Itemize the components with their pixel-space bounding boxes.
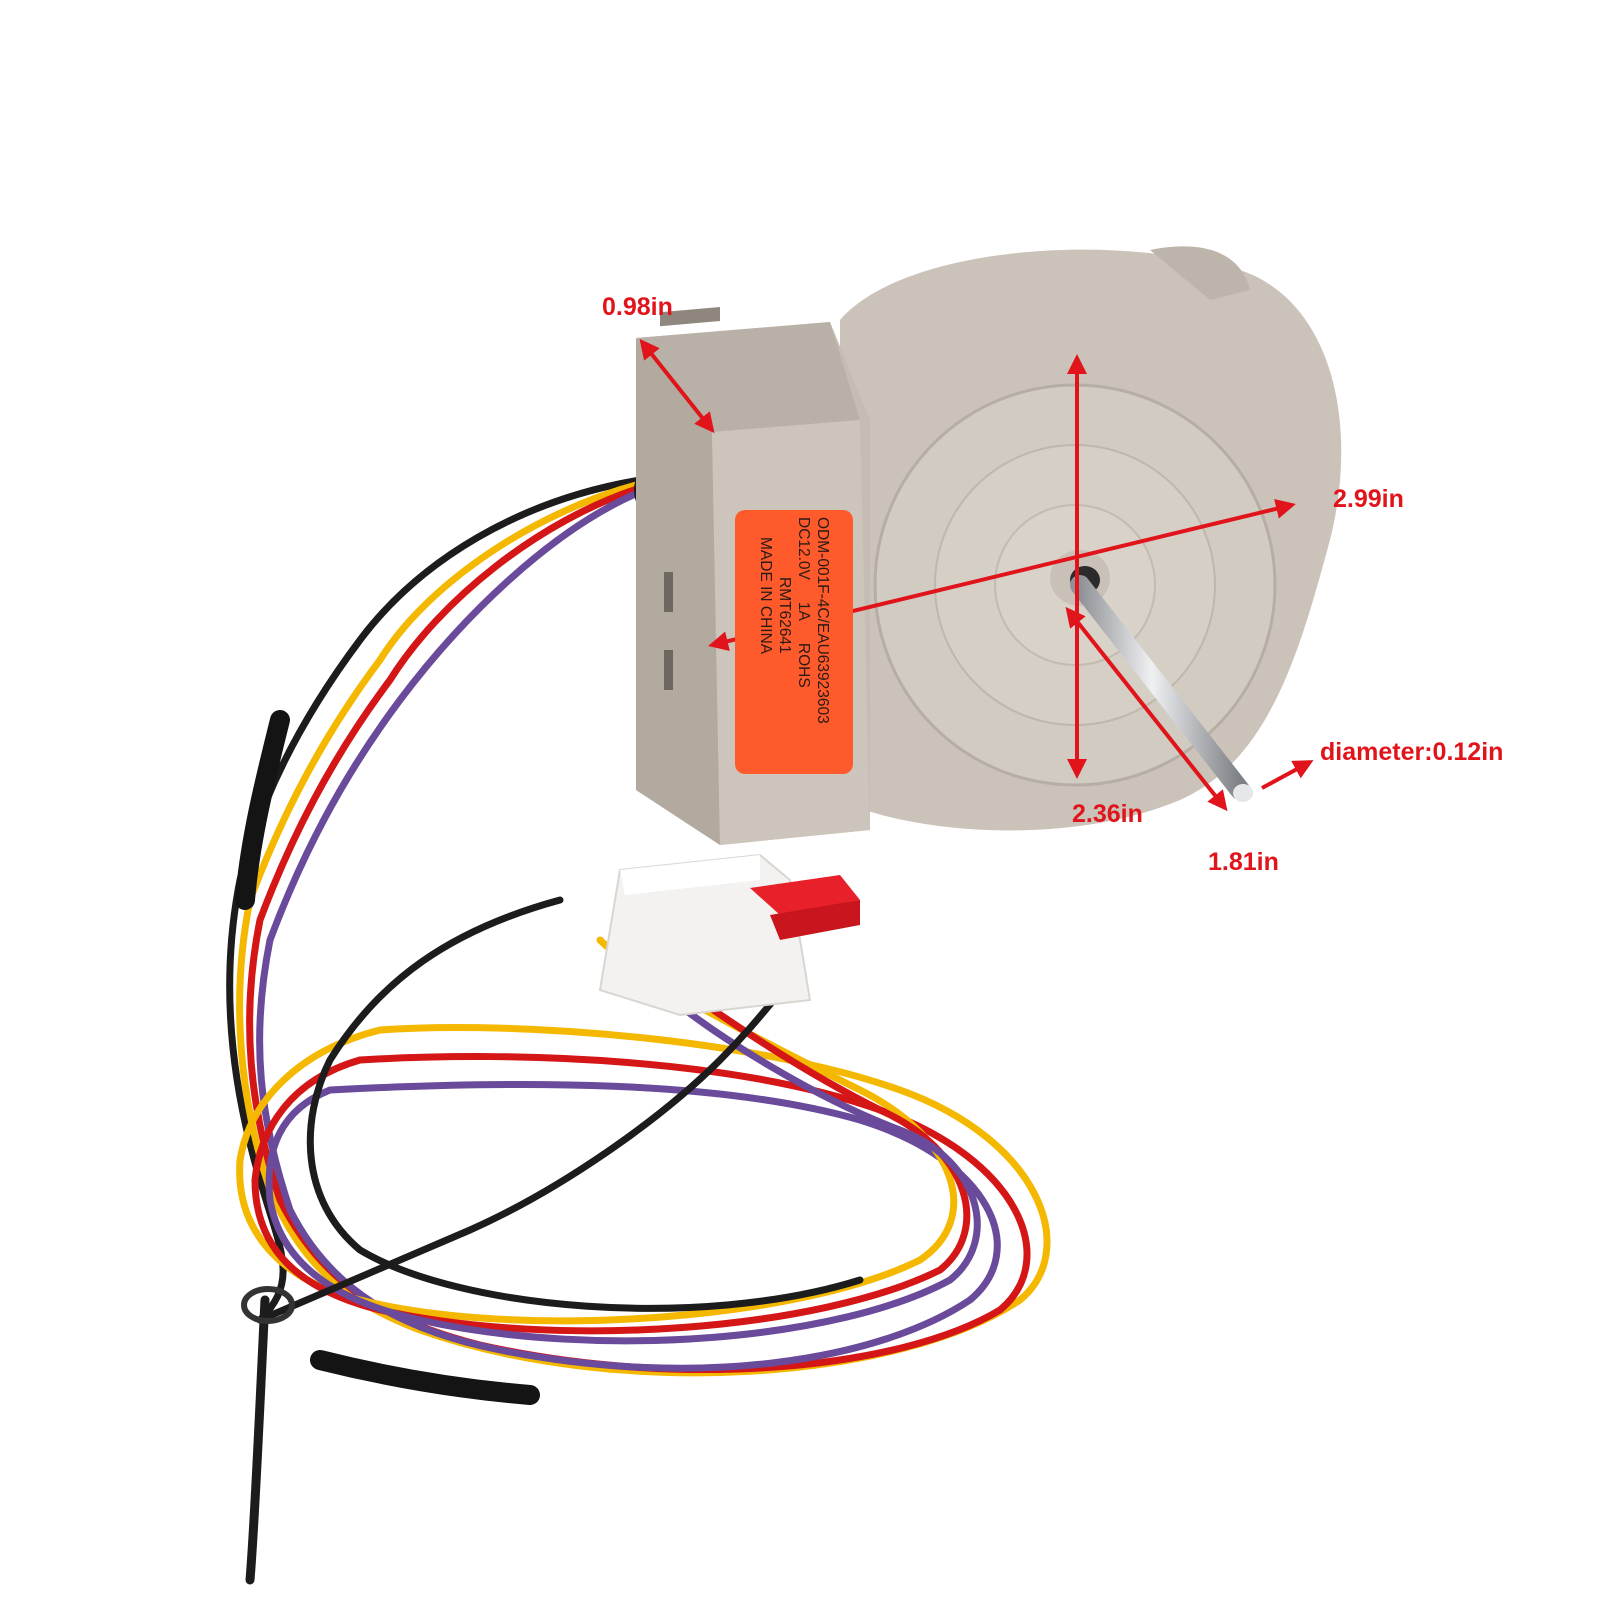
diameter-arrow: [1261, 760, 1314, 790]
label-origin: MADE IN CHINA: [757, 537, 774, 655]
shaft-length-label: 1.81in: [1208, 848, 1279, 876]
label-ratings: DC12.0V1AROHS: [795, 517, 812, 688]
shaft-length-arrow: [1065, 606, 1228, 812]
wire-connector: [598, 853, 860, 1017]
height-label: 2.36in: [1072, 800, 1143, 828]
depth-arrow: [639, 338, 715, 434]
label-model: ODM-001F-4C/EAU63923603: [814, 517, 831, 724]
label-part-number: RMT62641: [776, 577, 793, 654]
width-label: 2.99in: [1333, 485, 1404, 513]
product-label-sticker: ODM-001F-4C/EAU63923603 DC12.0V1AROHS RM…: [735, 510, 853, 774]
depth-label: 0.98in: [602, 293, 673, 321]
shaft-diameter-label: diameter:0.12in: [1320, 738, 1504, 766]
